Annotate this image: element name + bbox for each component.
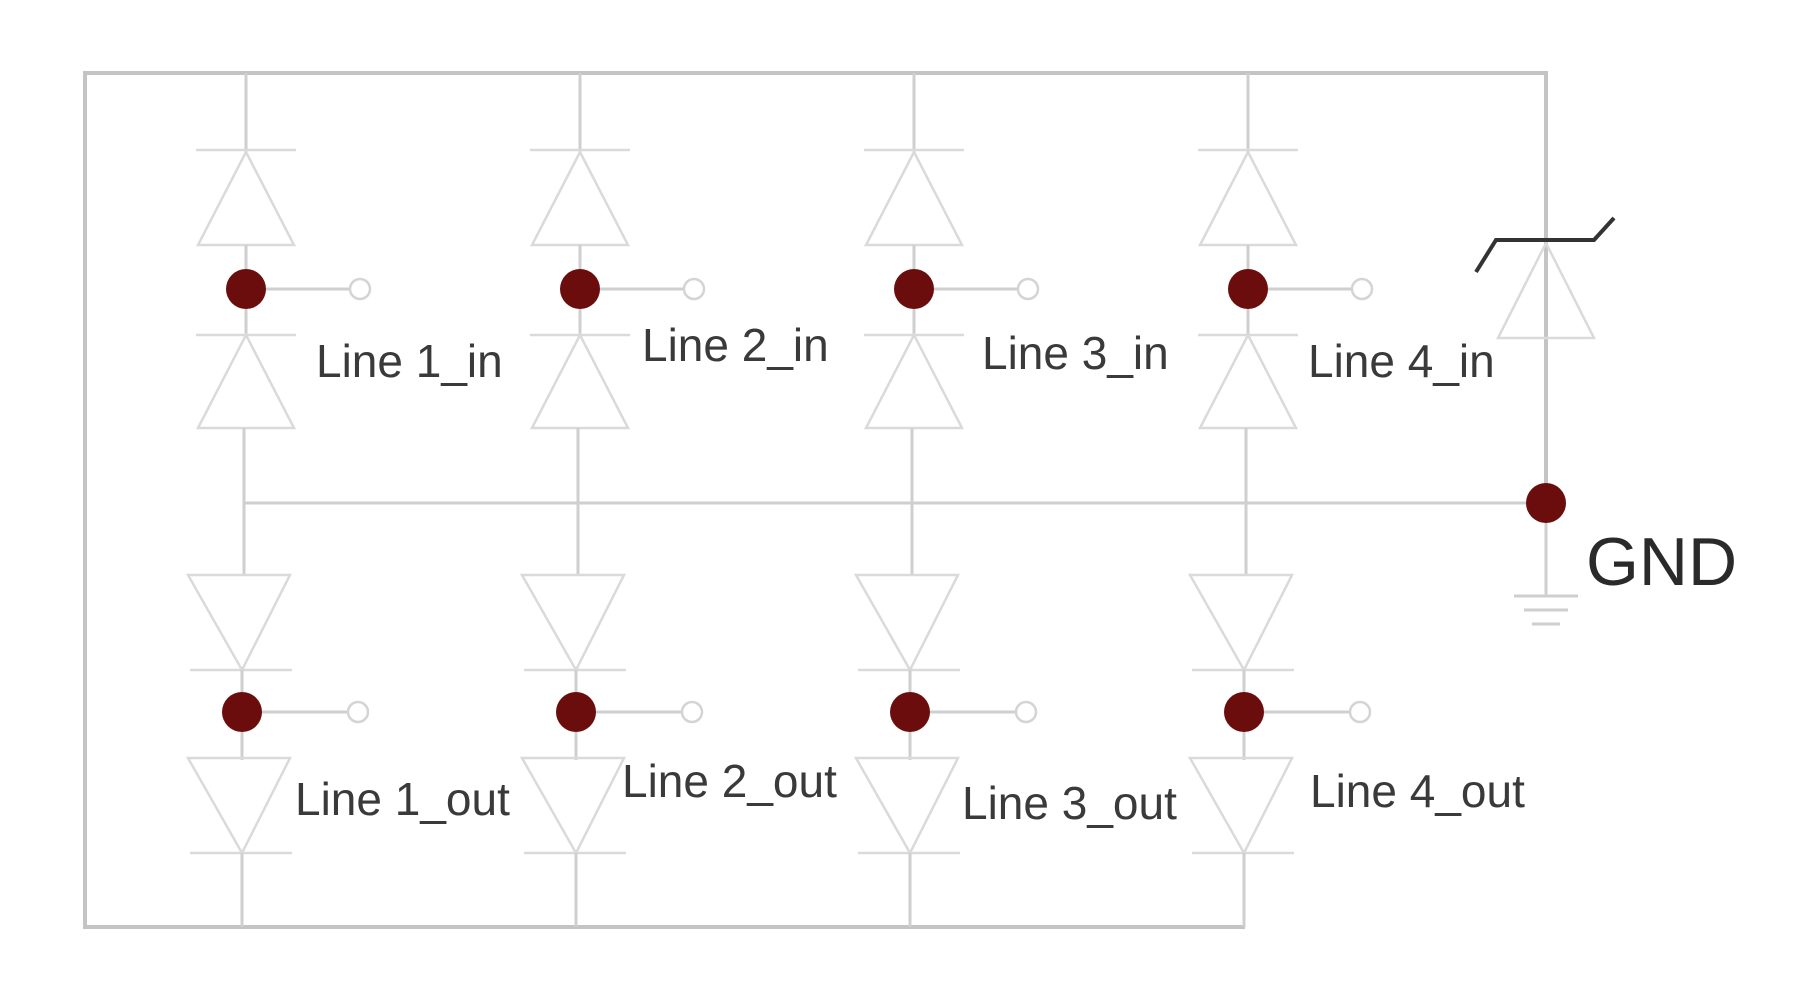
channel-2-in-terminal[interactable] — [682, 277, 706, 301]
label-line-4-out: Line 4_out — [1310, 765, 1525, 817]
label-line-1-out: Line 1_out — [295, 773, 510, 825]
channel-3-lower-diode-top — [853, 573, 961, 673]
channel-3-in-node — [894, 269, 934, 309]
channel-3 — [853, 73, 1040, 927]
channel-1-out-node — [222, 692, 262, 732]
channel-4-upper-diode-bottom — [1197, 332, 1299, 430]
channel-3-out-node — [890, 692, 930, 732]
channel-2-lower-diode-bottom — [519, 756, 627, 856]
channel-4-upper-diode-top — [1197, 148, 1299, 247]
label-line-3-out: Line 3_out — [962, 777, 1177, 829]
channel-2-lower-diode-top — [519, 573, 627, 673]
channel-4-out-node — [1224, 692, 1264, 732]
channel-1-lower-diode-bottom — [185, 756, 293, 856]
channel-3-in-terminal[interactable] — [1016, 277, 1040, 301]
zener-diode — [1474, 216, 1616, 340]
outer-frame-wire — [83, 71, 1548, 929]
label-line-1-in: Line 1_in — [316, 335, 503, 387]
channel-2-upper-diode-bottom — [529, 332, 631, 430]
channel-2 — [519, 73, 706, 927]
channel-1-upper-diode-bottom — [195, 332, 297, 430]
label-line-2-in: Line 2_in — [642, 319, 829, 371]
channel-1 — [185, 73, 372, 927]
channel-3-upper-diode-bottom — [863, 332, 965, 430]
channel-3-out-terminal[interactable] — [1014, 700, 1038, 724]
channel-3-lower-diode-bottom — [853, 756, 961, 856]
label-line-2-out: Line 2_out — [622, 755, 837, 807]
channel-1-lower-diode-top — [185, 573, 293, 673]
channel-4-in-node — [1228, 269, 1268, 309]
channel-2-in-node — [560, 269, 600, 309]
channel-2-out-terminal[interactable] — [680, 700, 704, 724]
ground-node-group — [1514, 483, 1578, 626]
channel-4-lower-diode-bottom — [1187, 756, 1295, 856]
channel-4-out-terminal[interactable] — [1348, 700, 1372, 724]
channel-1-upper-diode-top — [195, 148, 297, 247]
channel-4 — [1187, 73, 1374, 927]
zener-diode-triangle — [1495, 240, 1597, 340]
channel-2-upper-diode-top — [529, 148, 631, 247]
channel-1-out-terminal[interactable] — [346, 700, 370, 724]
label-gnd: GND — [1586, 524, 1737, 600]
channel-2-out-node — [556, 692, 596, 732]
channel-1-in-terminal[interactable] — [348, 277, 372, 301]
channel-1-in-node — [226, 269, 266, 309]
ground-node — [1526, 483, 1566, 523]
channel-4-in-terminal[interactable] — [1350, 277, 1374, 301]
label-line-4-in: Line 4_in — [1308, 335, 1495, 387]
zener-diode-bar-icon — [1474, 216, 1616, 274]
channel-4-lower-diode-top — [1187, 573, 1295, 673]
label-line-3-in: Line 3_in — [982, 327, 1169, 379]
channel-3-upper-diode-top — [863, 148, 965, 247]
